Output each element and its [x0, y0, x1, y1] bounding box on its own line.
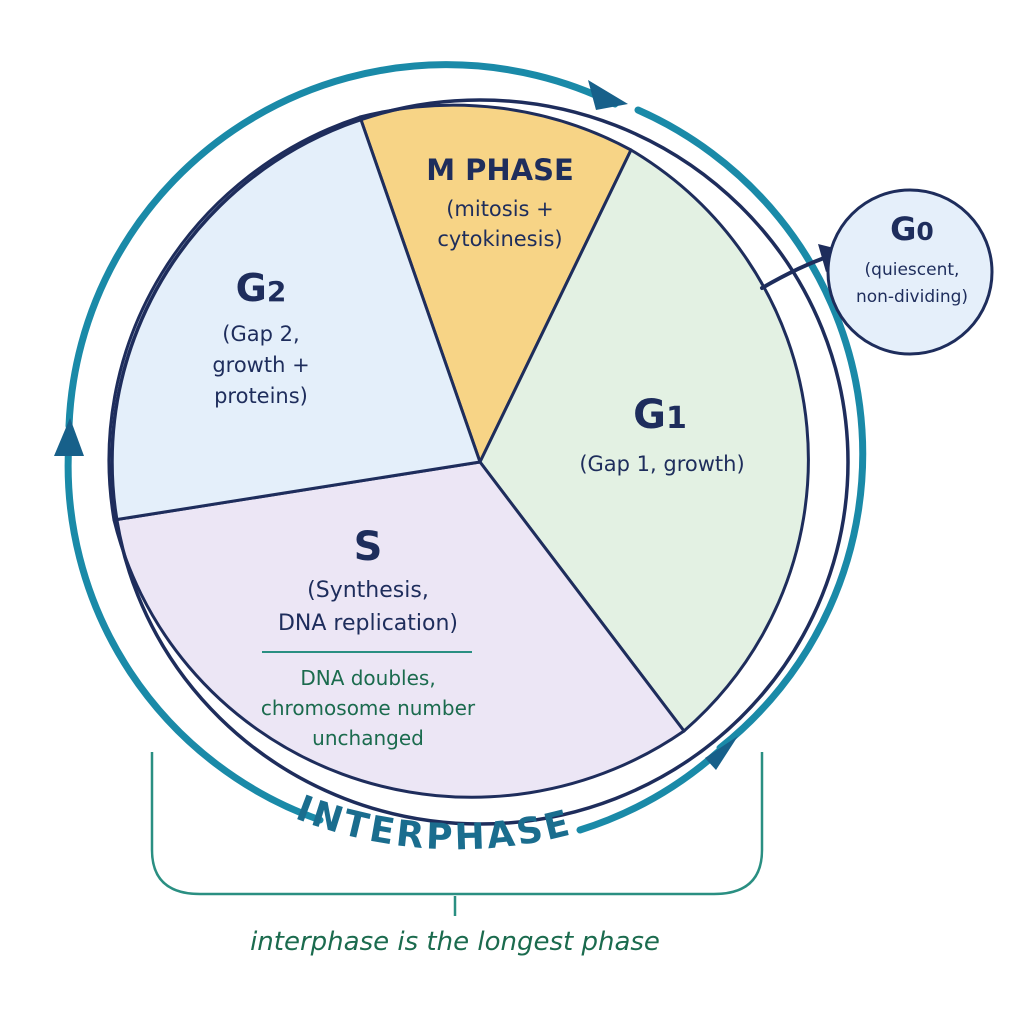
s-note-line-1: DNA doubles,: [300, 666, 435, 690]
g2-line-3: proteins): [214, 384, 308, 408]
sector-g1: [478, 148, 810, 733]
phase-wheel: [107, 98, 850, 826]
g2-title-main: G: [236, 266, 267, 310]
cycle-arc-top-left: [65, 61, 619, 430]
arrow-head-top-icon: [588, 80, 628, 110]
arrow-head-left-icon: [54, 418, 84, 456]
g0-title: G0: [890, 210, 934, 248]
g1-line-1: (Gap 1, growth): [579, 452, 744, 476]
g0-line-2: non-dividing): [856, 287, 968, 307]
cycle-arc-left-bottom: [64, 436, 324, 824]
cycle-ring: [64, 61, 867, 834]
g0-circle: [826, 188, 994, 356]
g1-title-main: G: [633, 392, 666, 438]
m-phase-line-1: (mitosis +: [446, 197, 554, 221]
sector-s: [112, 460, 686, 799]
s-note-line-2: chromosome number: [261, 696, 476, 720]
s-line-2: DNA replication): [278, 611, 458, 636]
interphase-label-path: INTERPHASE: [291, 788, 573, 859]
g0-title-sub: 0: [916, 217, 933, 246]
s-line-1: (Synthesis,: [307, 578, 429, 603]
interphase-label: INTERPHASE: [291, 788, 576, 859]
g1-title: G1: [633, 392, 687, 438]
m-phase-line-2: cytokinesis): [437, 227, 562, 251]
cycle-arc-right: [634, 106, 867, 752]
wheel-outline: [110, 98, 850, 826]
interphase-caption: interphase is the longest phase: [250, 927, 660, 957]
sector-g2: [107, 115, 482, 522]
m-phase-title: M PHASE: [426, 153, 574, 187]
g2-title: G2: [236, 266, 287, 310]
g0-line-1: (quiescent,: [865, 260, 960, 280]
g2-line-1: (Gap 2,: [222, 322, 299, 346]
cycle-arc-bottom-right: [576, 748, 722, 834]
s-note-line-3: unchanged: [312, 726, 424, 750]
g2-line-2: growth +: [212, 353, 309, 377]
g2-title-sub: 2: [267, 275, 286, 308]
arrow-head-bottom-right-icon: [705, 736, 738, 770]
s-title: S: [354, 524, 383, 570]
interphase-bracket: [150, 752, 764, 896]
g1-title-sub: 1: [666, 401, 687, 436]
g0-title-main: G: [890, 210, 916, 248]
